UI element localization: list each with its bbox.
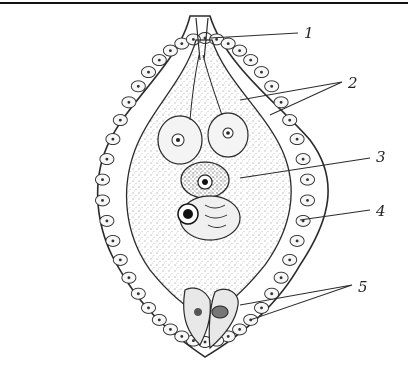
epithelial-cell-nucleus [119, 119, 122, 122]
epithelial-cell-nucleus [249, 59, 252, 62]
epithelial-cell-nucleus [101, 199, 104, 202]
epithelial-cell-nucleus [192, 339, 195, 342]
epithelial-cell-nucleus [101, 178, 104, 181]
epithelial-cell-nucleus [280, 101, 283, 104]
epithelial-cell-nucleus [147, 71, 150, 74]
epithelial-cell-nucleus [306, 199, 309, 202]
epithelial-cell-nucleus [260, 71, 263, 74]
epithelial-cell-nucleus [169, 49, 172, 52]
epithelial-cell-nucleus [112, 138, 115, 141]
epithelial-cell-nucleus [238, 49, 241, 52]
epithelial-cell-nucleus [302, 158, 305, 161]
label-5: 5 [358, 278, 368, 296]
epithelial-cell-nucleus [192, 38, 195, 41]
epithelial-cell-nucleus [270, 292, 273, 295]
epithelial-cell-nucleus [227, 335, 230, 338]
label-3: 3 [376, 148, 386, 166]
epithelial-cell-nucleus [137, 292, 140, 295]
epithelial-cell-nucleus [280, 276, 283, 279]
label-1: 1 [304, 24, 314, 42]
epithelial-cell-nucleus [137, 85, 140, 88]
label-2: 2 [347, 74, 358, 92]
epithelial-cell-nucleus [127, 101, 130, 104]
epithelial-cell-nucleus [169, 328, 172, 331]
label-4: 4 [375, 202, 386, 220]
epithelial-cell-nucleus [238, 328, 241, 331]
epithelial-cell-nucleus [112, 240, 115, 243]
epithelial-cell-nucleus [288, 119, 291, 122]
epithelial-cell-nucleus [106, 220, 109, 223]
epithelial-cell-nucleus [215, 38, 218, 41]
epithelial-cell-nucleus [204, 341, 207, 344]
epithelial-cell-nucleus [119, 259, 122, 262]
epithelial-cell-nucleus [296, 138, 299, 141]
epithelial-cell-nucleus [106, 158, 109, 161]
epithelial-cell-nucleus [227, 42, 230, 45]
epithelial-cell-nucleus [180, 42, 183, 45]
epithelial-cell-nucleus [158, 319, 161, 322]
epithelial-cell-nucleus [180, 335, 183, 338]
epithelial-cell-nucleus [288, 259, 291, 262]
epithelial-cell-nucleus [260, 307, 263, 310]
epithelial-cell-nucleus [158, 59, 161, 62]
epithelial-cell-nucleus [296, 240, 299, 243]
epithelial-cell-nucleus [270, 85, 273, 88]
epithelial-cell-nucleus [147, 307, 150, 310]
epithelial-cell-nucleus [127, 276, 130, 279]
epithelial-cell-nucleus [306, 178, 309, 181]
